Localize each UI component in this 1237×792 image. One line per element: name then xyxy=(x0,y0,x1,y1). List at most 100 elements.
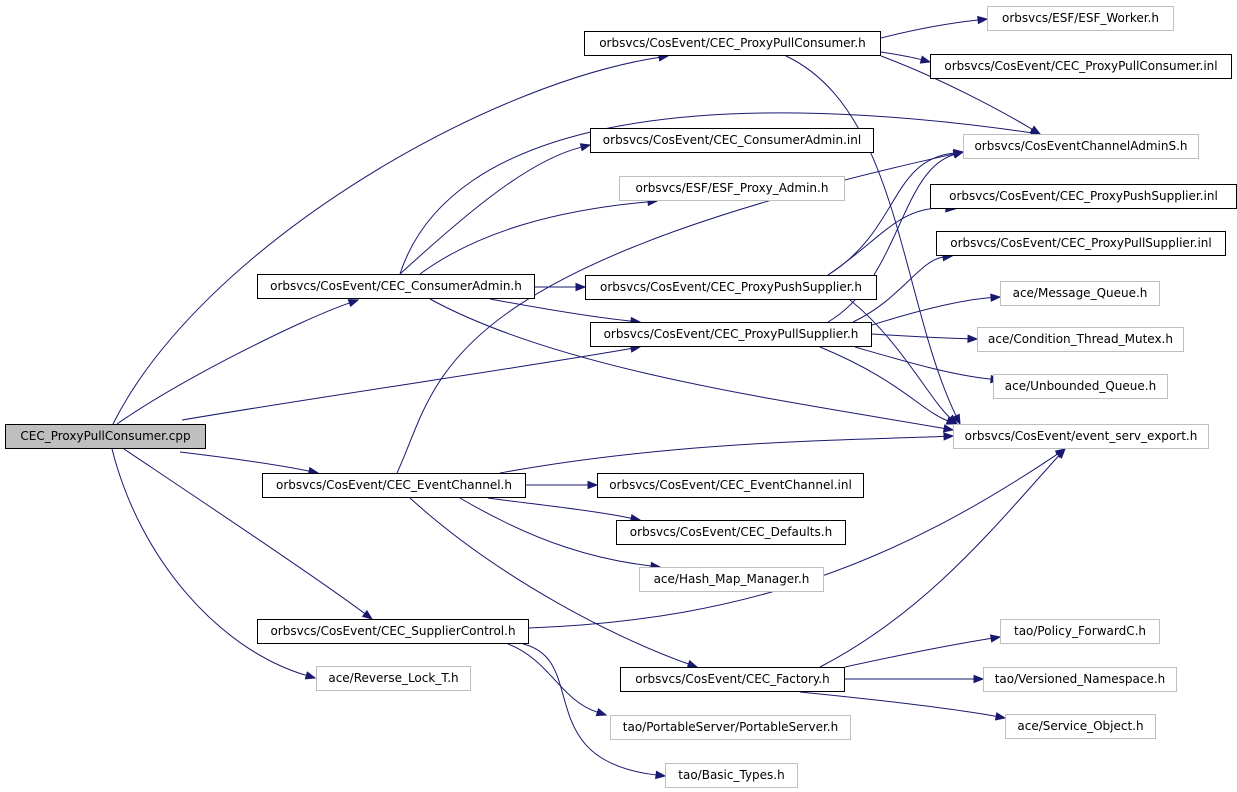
edge-line xyxy=(854,346,992,380)
arrowhead xyxy=(579,143,592,152)
include-node-unbq: ace/Unbounded_Queue.h xyxy=(993,374,1168,399)
edge-line xyxy=(112,56,660,425)
edge-line xyxy=(827,152,955,276)
edge-pps_h-to-export xyxy=(849,299,959,425)
arrowhead xyxy=(973,674,985,684)
arrowhead xyxy=(304,671,317,680)
edge-sc_h-to-basictypes xyxy=(522,643,667,780)
arrowhead xyxy=(595,708,608,717)
arrowhead xyxy=(361,609,374,620)
arrowhead xyxy=(952,413,961,426)
include-node-hashmap: ace/Hash_Map_Manager.h xyxy=(639,567,824,592)
edge-ec_h-to-export xyxy=(499,432,955,474)
include-node-defaults[interactable]: orbsvcs/CosEvent/CEC_Defaults.h xyxy=(616,520,846,545)
arrowhead xyxy=(967,334,979,344)
arrowhead xyxy=(990,293,1002,302)
edge-line xyxy=(507,643,598,713)
edge-line xyxy=(849,299,951,419)
include-node-ppls-inl[interactable]: orbsvcs/CosEvent/CEC_ProxyPullSupplier.i… xyxy=(936,231,1226,256)
include-node-factory[interactable]: orbsvcs/CosEvent/CEC_Factory.h xyxy=(620,667,845,692)
edge-line xyxy=(399,146,582,275)
edge-factory-to-export xyxy=(819,447,1066,668)
edge-ca_h-to-pps_h xyxy=(535,282,587,292)
edge-ca_h-to-ca_inl xyxy=(399,143,592,275)
arrowhead xyxy=(945,416,958,425)
edge-line xyxy=(827,207,947,276)
arrowhead xyxy=(919,55,932,64)
edge-ppc_h-to-ppc_inl xyxy=(880,51,932,64)
edge-ca_h-to-esf_proxy_admin xyxy=(419,197,659,275)
edge-root-to-ca_h xyxy=(116,299,360,425)
include-node-portable: tao/PortableServer/PortableServer.h xyxy=(610,715,851,740)
edge-ca_h-to-ppls_h xyxy=(489,298,642,326)
edge-line xyxy=(819,346,948,422)
edge-ppls_h-to-unbq xyxy=(854,346,1002,384)
include-node-ppc-inl[interactable]: orbsvcs/CosEvent/CEC_ProxyPullConsumer.i… xyxy=(930,54,1232,79)
include-node-esf-worker: orbsvcs/ESF/ESF_Worker.h xyxy=(987,6,1174,31)
arrowhead xyxy=(943,432,955,441)
include-node-policyfwd: tao/Policy_ForwardC.h xyxy=(1000,619,1160,644)
edge-line xyxy=(819,455,1060,668)
edge-line xyxy=(880,51,922,61)
edge-line xyxy=(179,451,310,472)
edge-line xyxy=(116,302,350,425)
edge-sc_h-to-portable xyxy=(507,643,608,717)
edge-root-to-ppc_h xyxy=(112,53,670,425)
edge-ppc_h-to-esf_worker xyxy=(880,15,989,39)
edge-line xyxy=(852,256,944,323)
include-node-ec-h[interactable]: orbsvcs/CosEvent/CEC_EventChannel.h xyxy=(262,473,526,498)
edge-ca_h-to-export xyxy=(429,298,955,433)
include-node-pps-inl[interactable]: orbsvcs/CosEvent/CEC_ProxyPushSupplier.i… xyxy=(930,184,1237,209)
arrowhead xyxy=(989,634,1002,643)
edge-line xyxy=(880,19,979,39)
include-node-pps-h[interactable]: orbsvcs/CosEvent/CEC_ProxyPushSupplier.h xyxy=(585,275,877,300)
edge-line xyxy=(799,691,997,717)
include-node-sc-h[interactable]: orbsvcs/CosEvent/CEC_SupplierControl.h xyxy=(257,619,529,644)
edge-line xyxy=(844,637,992,668)
edge-ec_h-to-adminS xyxy=(396,149,965,474)
arrowhead xyxy=(587,480,599,490)
include-node-export: orbsvcs/CosEvent/event_serv_export.h xyxy=(953,424,1209,449)
edge-root-to-ppls_h xyxy=(181,344,642,421)
include-node-ec-inl[interactable]: orbsvcs/CosEvent/CEC_EventChannel.inl xyxy=(597,473,864,498)
edge-ppls_h-to-msgq xyxy=(871,293,1002,326)
edge-line xyxy=(459,497,652,567)
edge-line xyxy=(111,448,307,676)
arrowhead xyxy=(952,149,965,159)
arrowhead xyxy=(575,282,587,292)
include-node-basictypes: tao/Basic_Types.h xyxy=(665,763,798,788)
edge-line xyxy=(522,643,657,776)
edge-line xyxy=(871,333,969,340)
include-node-versioned: tao/Versioned_Namespace.h xyxy=(983,667,1177,692)
include-node-ppls-h[interactable]: orbsvcs/CosEvent/CEC_ProxyPullSupplier.h xyxy=(590,322,872,347)
include-node-condmutex: ace/Condition_Thread_Mutex.h xyxy=(977,327,1184,352)
arrowhead xyxy=(347,299,360,308)
edge-ec_h-to-ec_inl xyxy=(526,480,599,490)
edge-line xyxy=(429,298,945,429)
arrowhead xyxy=(942,424,955,433)
edge-line xyxy=(123,448,366,615)
include-node-svcobj: ace/Service_Object.h xyxy=(1005,714,1156,739)
arrowhead xyxy=(655,770,667,780)
edge-line xyxy=(399,112,1032,275)
include-node-esf-proxy-admin: orbsvcs/ESF/ESF_Proxy_Admin.h xyxy=(619,176,845,201)
edge-line xyxy=(499,435,945,474)
edge-ppls_h-to-export xyxy=(819,346,958,425)
edge-line xyxy=(396,153,955,474)
edge-line xyxy=(880,55,1033,130)
arrowhead xyxy=(977,15,989,25)
edge-line xyxy=(871,297,992,326)
edge-line xyxy=(827,153,955,323)
edge-factory-to-versioned xyxy=(845,674,985,684)
edge-ec_h-to-defaults xyxy=(487,497,642,523)
root-file-node[interactable]: CEC_ProxyPullConsumer.cpp xyxy=(5,424,206,449)
edge-ppc_h-to-export xyxy=(785,55,961,426)
edge-factory-to-svcobj xyxy=(799,691,1007,721)
include-node-ca-inl[interactable]: orbsvcs/CosEvent/CEC_ConsumerAdmin.inl xyxy=(590,128,874,153)
edge-factory-to-policyfwd xyxy=(844,634,1002,668)
arrowhead xyxy=(994,712,1007,721)
include-node-ppc-h[interactable]: orbsvcs/CosEvent/CEC_ProxyPullConsumer.h xyxy=(584,31,881,56)
edge-line xyxy=(487,497,632,519)
include-node-ca-h[interactable]: orbsvcs/CosEvent/CEC_ConsumerAdmin.h xyxy=(257,274,535,299)
edge-ppls_h-to-condmutex xyxy=(871,333,979,344)
